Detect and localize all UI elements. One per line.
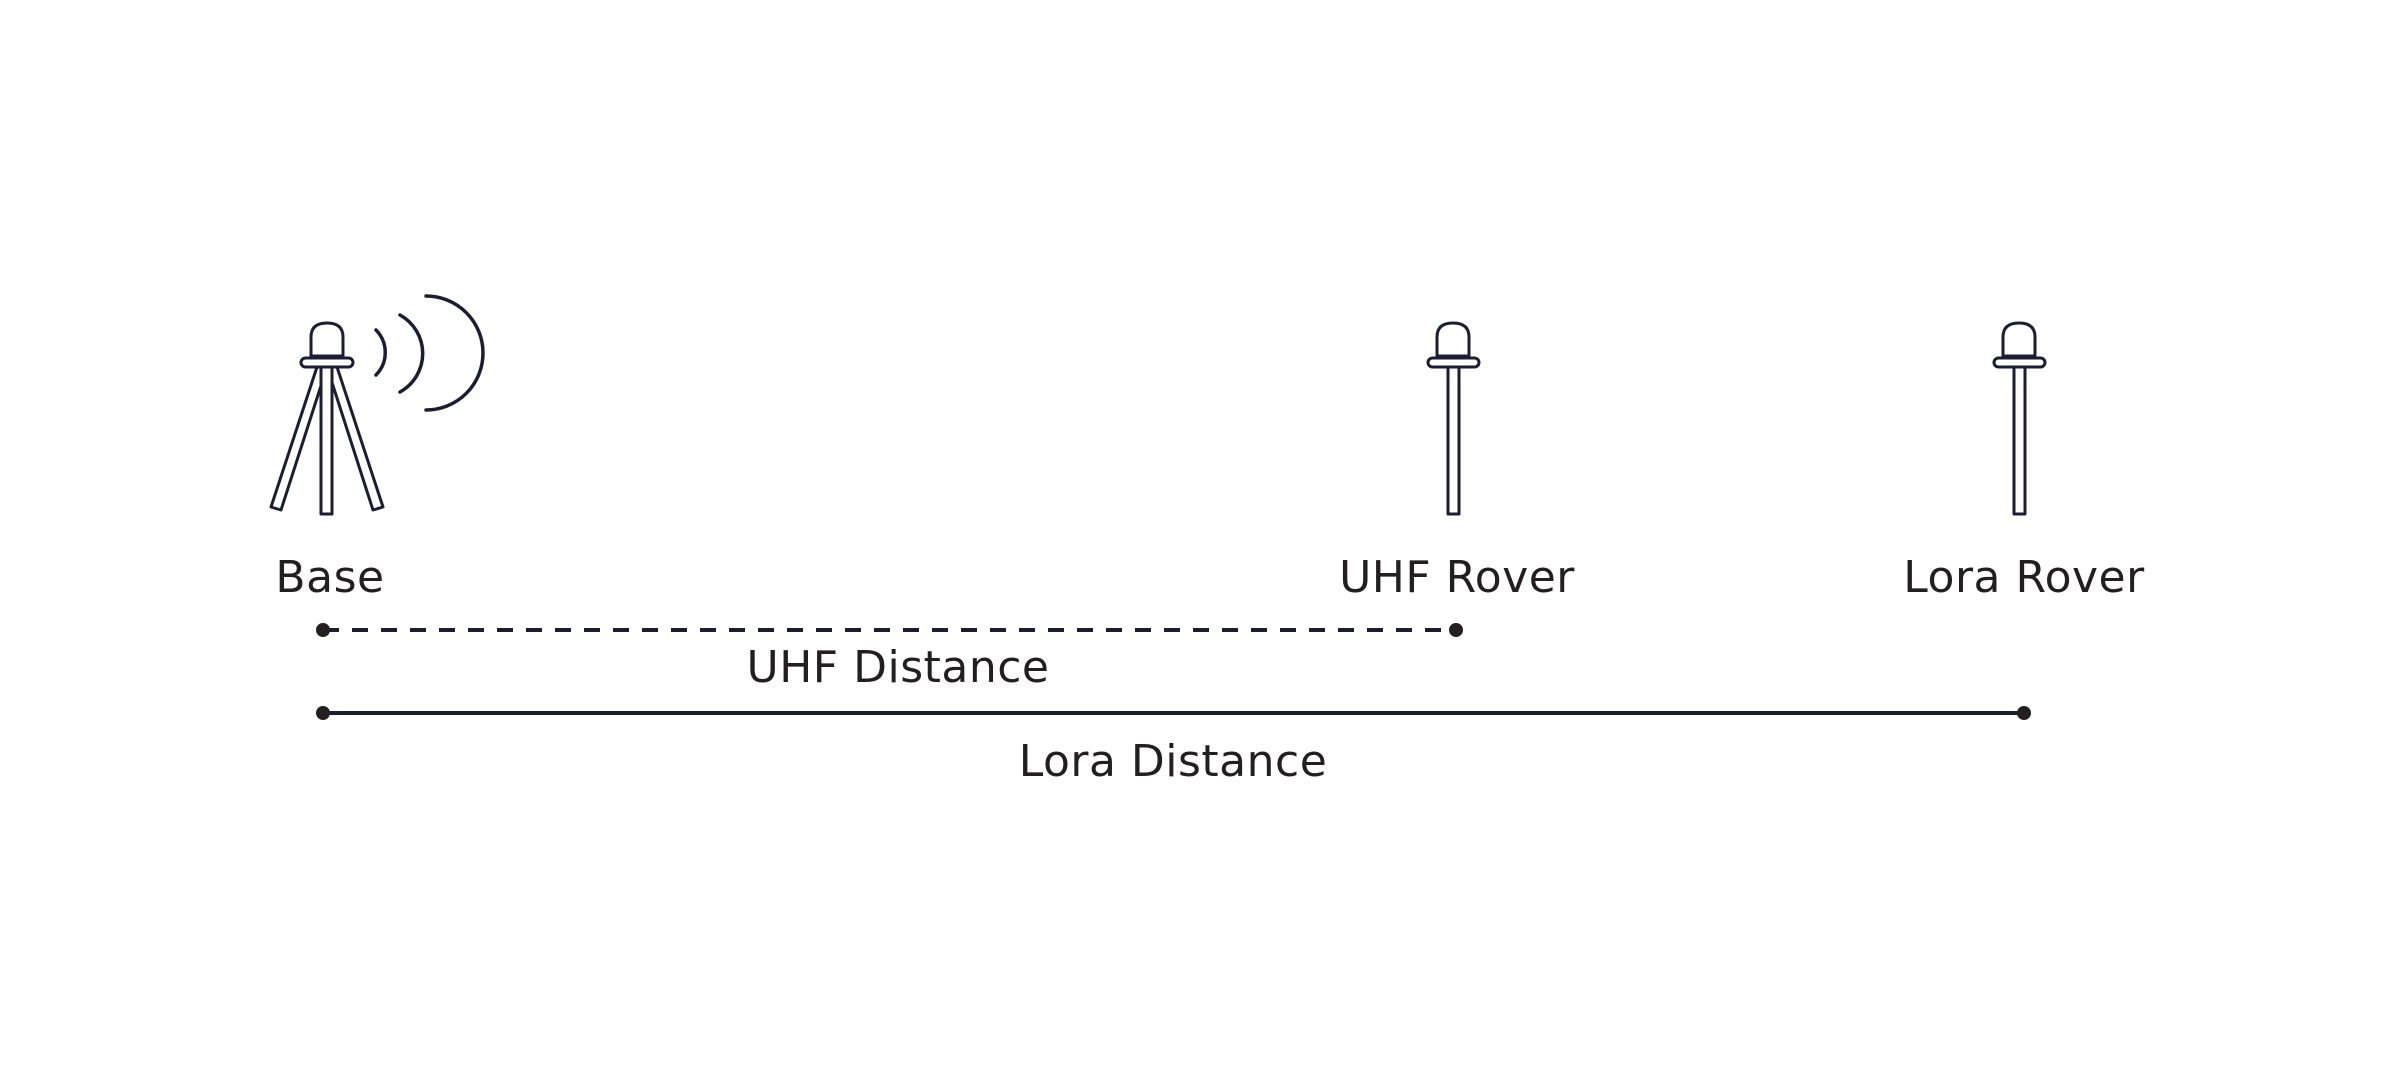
uhf-rover-pole-icon bbox=[1426, 321, 1481, 516]
lora-distance-line bbox=[316, 706, 2031, 720]
uhf-distance-label: UHF Distance bbox=[746, 642, 1050, 693]
tripod-antenna-icon bbox=[269, 321, 385, 516]
lora-rover-label: Lora Rover bbox=[1903, 552, 2145, 603]
uhf-start-dot bbox=[316, 623, 330, 637]
lora-start-dot bbox=[316, 706, 330, 720]
uhf-end-dot bbox=[1449, 623, 1463, 637]
lora-distance-label: Lora Distance bbox=[1018, 736, 1328, 787]
uhf-rover-label: UHF Rover bbox=[1339, 552, 1575, 603]
base-label: Base bbox=[275, 552, 385, 603]
uhf-distance-line bbox=[316, 623, 1463, 637]
lora-rover-pole-icon bbox=[1992, 321, 2047, 516]
radio-waves-icon bbox=[374, 294, 485, 412]
lora-end-dot bbox=[2017, 706, 2031, 720]
